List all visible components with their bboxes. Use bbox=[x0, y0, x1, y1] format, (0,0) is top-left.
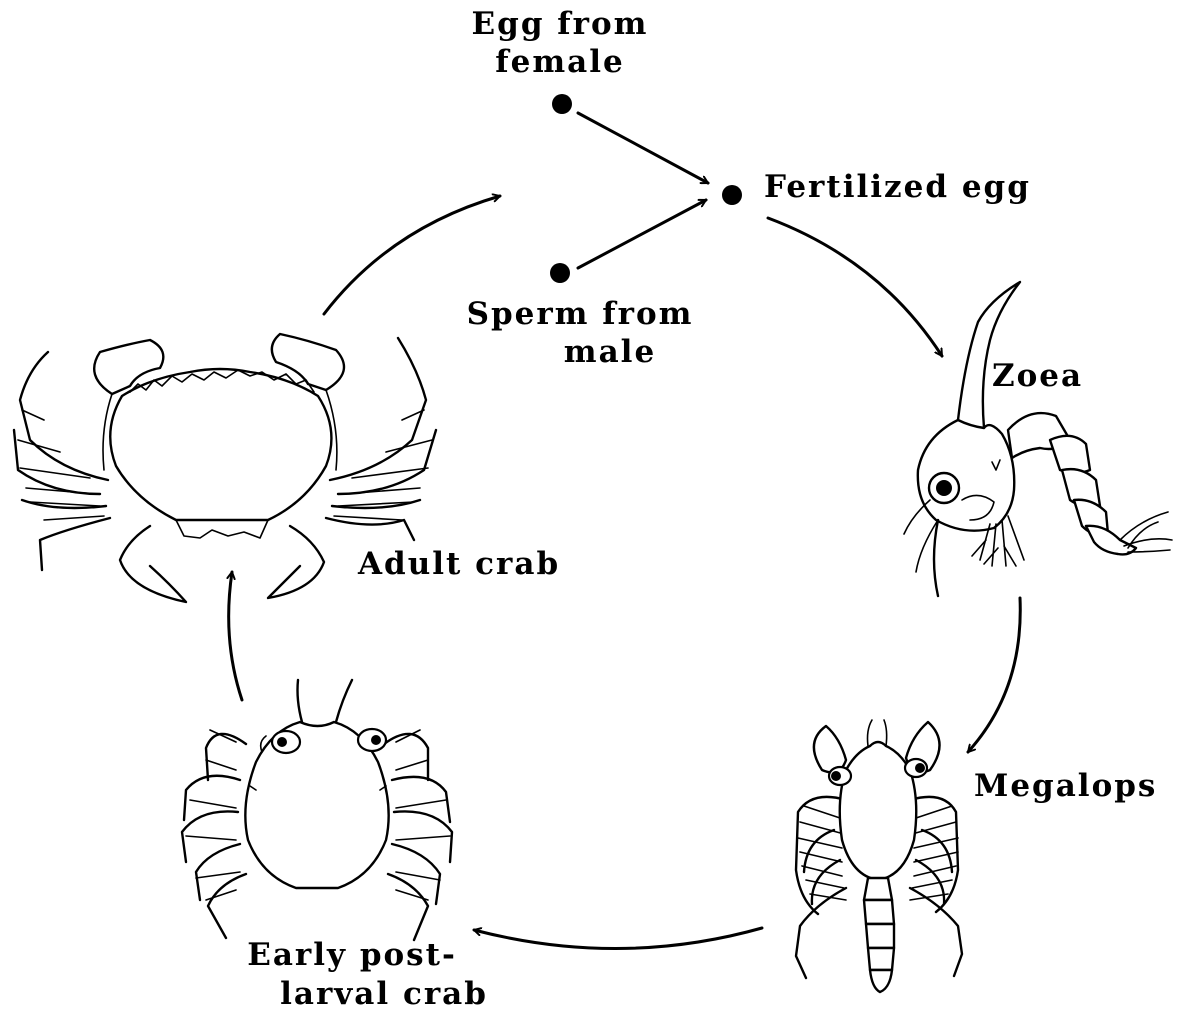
arrow-megalops-to-postlarval bbox=[474, 928, 762, 949]
zoea-label: Zoea bbox=[992, 358, 1083, 394]
arrow-egg-to-fertilized bbox=[578, 113, 708, 183]
megalops-label: Megalops bbox=[974, 768, 1157, 804]
arrow-fertilized-to-zoea bbox=[768, 218, 942, 356]
postlarval-crab-illustration bbox=[182, 680, 452, 940]
egg-label-line2: female bbox=[495, 44, 624, 80]
arrow-sperm-to-fertilized bbox=[578, 200, 706, 268]
megalops-illustration bbox=[796, 720, 962, 992]
fertilized-egg-dot bbox=[722, 185, 742, 205]
egg-dot bbox=[552, 94, 572, 114]
sperm-dot bbox=[550, 263, 570, 283]
sperm-label-line1: Sperm from bbox=[467, 296, 694, 332]
egg-label-line1: Egg from bbox=[472, 6, 649, 42]
adult-crab-label: Adult crab bbox=[357, 546, 560, 582]
arrow-postlarval-to-adult bbox=[229, 572, 242, 700]
zoea-larva-illustration bbox=[904, 282, 1172, 596]
fertilized-egg-label: Fertilized egg bbox=[764, 169, 1031, 205]
sperm-label-line2: male bbox=[564, 334, 656, 370]
postlarval-label-line1: Early post- bbox=[247, 937, 457, 973]
arrow-zoea-to-megalops bbox=[968, 598, 1020, 752]
postlarval-label-line2: larval crab bbox=[280, 976, 488, 1012]
